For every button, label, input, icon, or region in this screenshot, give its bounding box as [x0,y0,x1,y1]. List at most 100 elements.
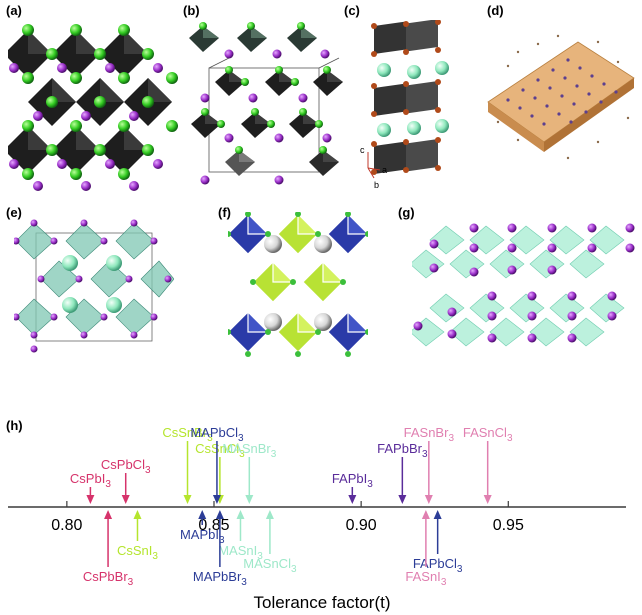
compound-formula: MASnCl [243,556,291,571]
white-atoms-f [264,235,332,331]
x-tick-label: 0.80 [51,517,82,534]
compound-subscript: 3 [152,551,158,562]
compound-arrow-head [133,510,142,519]
purple-atoms-a [9,63,163,191]
compound-arrow-head [265,510,274,519]
crystal-structure-g [412,223,635,347]
compound-arrow-head [236,510,245,519]
surface-dots-d [496,34,630,160]
panel-label-e: (e) [6,205,22,220]
compound-arrow-head [424,495,433,504]
octahedra-f [228,212,368,353]
compound-label: CsPbBr3 [83,569,134,588]
compound-arrow-head [183,495,192,504]
axis-b-label: b [374,180,379,190]
octahedra-b [189,26,343,176]
compound-subscript: 3 [239,449,245,460]
compound-label: FASnI3 [405,569,446,588]
compound-formula: MASnBr [222,441,271,456]
panel-label-h: (h) [6,418,23,433]
mint-atoms-e [62,255,122,313]
compound-label: MAPbCl3 [190,425,244,444]
compound-arrow-head [483,495,492,504]
x-tick-label: 0.95 [493,517,524,534]
panel-label-f: (f) [218,205,231,220]
compound-formula: MASnI [218,543,257,558]
compound-arrow-head [104,510,113,519]
compound-formula: CsPbCl [101,457,145,472]
green-atoms-f [228,212,368,357]
lattice-dots-d [506,58,618,126]
compound-arrow-head [245,495,254,504]
crystal-structure-c: c a b [360,20,449,190]
compound-formula: FAPbBr [377,441,422,456]
chains-g [412,225,625,347]
compound-label: CsSnBr3 [162,425,213,444]
compound-marker: CsPbCl 3 [101,457,151,504]
compound-label: MAPbI3 [180,527,225,546]
octahedra-e [15,222,174,336]
compound-label: FASnBr3 [404,425,455,444]
compound-marker: MAPbBr3 [193,510,247,588]
compound-marker: MASnCl3 [243,510,297,575]
panel-label-c: (c) [344,3,360,18]
compound-subscript: 3 [128,577,134,588]
compound-marker: CsPbI3 [70,471,111,504]
crystal-structure-a [8,24,178,191]
compound-subscript: 3 [105,479,111,490]
compound-subscript: 3 [271,449,277,460]
purple-atoms-b [200,49,332,185]
compound-label: MASnI3 [218,543,263,562]
compound-subscript: 3 [241,577,247,588]
crystal-structure-e [14,219,174,353]
compound-marker: FASnCl3 [463,425,513,504]
compound-subscript: 3 [367,479,373,490]
octahedra-c [374,20,438,175]
compound-marker: FAPbI3 [332,471,373,504]
compound-formula: MAPbBr [193,569,242,584]
compound-marker: FASnBr3 [404,425,455,504]
compound-subscript: 3 [257,551,263,562]
panel-label-g: (g) [398,205,415,220]
compound-marker: CsSnI3 [117,510,158,562]
compound-formula: FAPbCl [413,556,457,571]
compound-marker: CsPbBr3 [83,510,134,588]
compound-label: MASnBr3 [222,441,276,460]
compound-arrow-head [198,510,207,519]
compound-arrow-head [121,495,130,504]
compound-label: MASnCl3 [243,556,297,575]
green-atoms-b [199,22,331,154]
compound-marker: MAPbCl3 [190,425,244,504]
compound-subscript: 3 [457,564,463,575]
compound-marker: MAPbI3 [180,510,225,546]
compound-label: CsSnI3 [117,543,158,562]
panel-label-b: (b) [183,3,200,18]
compound-label: CsPbCl3 [101,457,151,476]
compound-arrow-head [215,510,224,519]
purple-atoms-g [413,223,635,343]
compound-formula: FASnBr [404,425,449,440]
compound-arrow-head [421,510,430,519]
compound-subscript: 3 [507,433,513,444]
green-atoms-c [377,61,449,137]
green-atoms-a [22,24,178,180]
orange-atoms-c [371,20,441,175]
x-tick-label: 0.90 [346,517,377,534]
compound-arrow-head [348,495,357,504]
compound-formula: MAPbI [180,527,219,542]
compound-marker: FAPbBr3 [377,441,428,504]
compound-formula: CsPbBr [83,569,128,584]
compound-arrow-head [398,495,407,504]
compound-label: CsPbI3 [70,471,111,490]
compound-subscript: 3 [207,433,213,444]
crystal-structure-f [228,212,368,357]
compound-formula: FASnCl [463,425,507,440]
x-axis-label: Tolerance factor(t) [254,593,391,612]
compound-marker: FASnI3 [405,510,447,588]
compound-subscript: 3 [238,433,244,444]
compound-marker: FAPbCl3 [413,510,463,575]
crystal-structure-d [487,34,635,160]
compound-formula: MAPbCl [190,425,238,440]
compound-arrow-head [86,495,95,504]
